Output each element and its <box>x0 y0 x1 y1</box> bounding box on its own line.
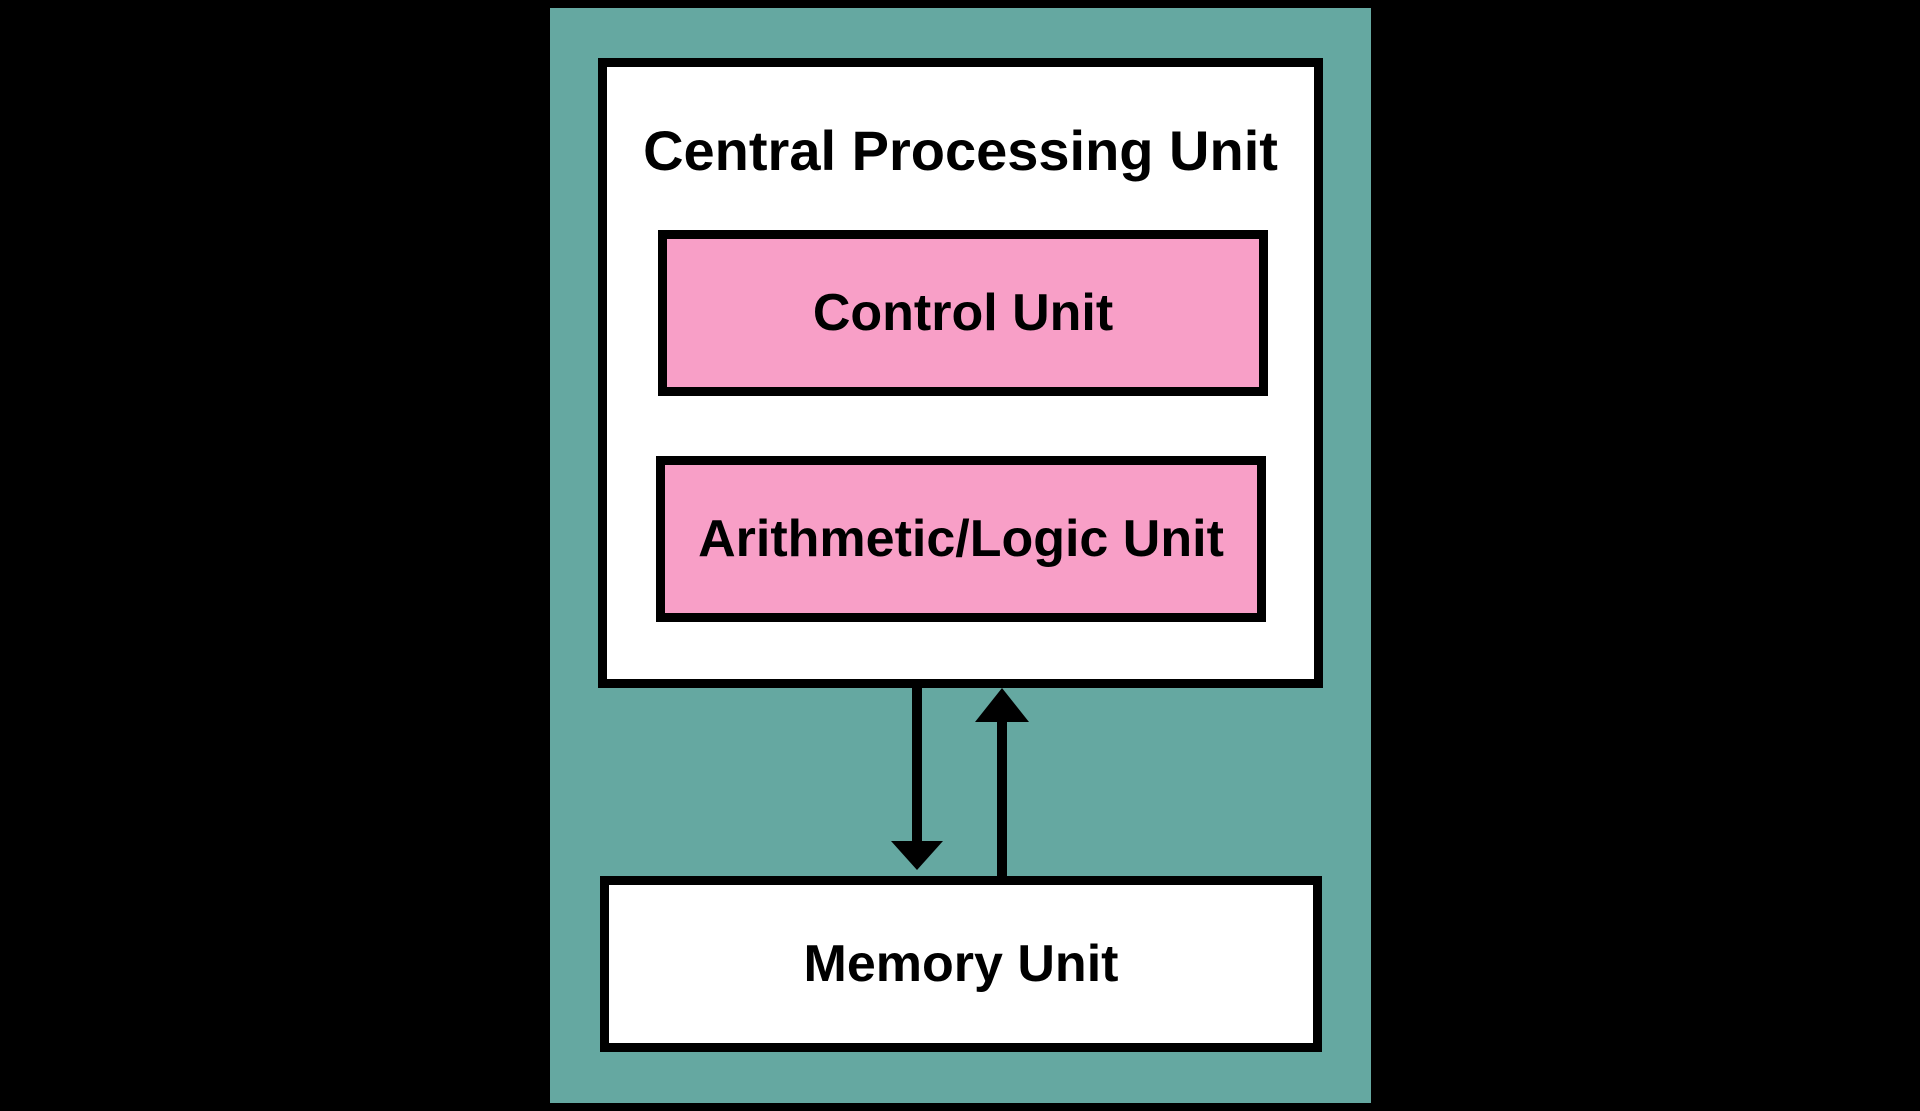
arithmetic-logic-unit-box: Arithmetic/Logic Unit <box>656 456 1266 622</box>
down-arrow-icon <box>891 688 943 870</box>
memory-unit-label: Memory Unit <box>803 935 1119 993</box>
control-unit-label: Control Unit <box>812 284 1114 342</box>
arithmetic-logic-unit-label: Arithmetic/Logic Unit <box>698 510 1224 568</box>
cpu-box: Central Processing Unit Control Unit Ari… <box>598 58 1323 688</box>
cpu-title: Central Processing Unit <box>643 119 1278 182</box>
up-arrow-icon <box>975 688 1029 877</box>
control-unit-box: Control Unit <box>658 230 1268 396</box>
memory-unit-box: Memory Unit <box>600 876 1322 1052</box>
system-board: Central Processing Unit Control Unit Ari… <box>550 8 1371 1103</box>
data-flow-arrows <box>891 688 1029 877</box>
